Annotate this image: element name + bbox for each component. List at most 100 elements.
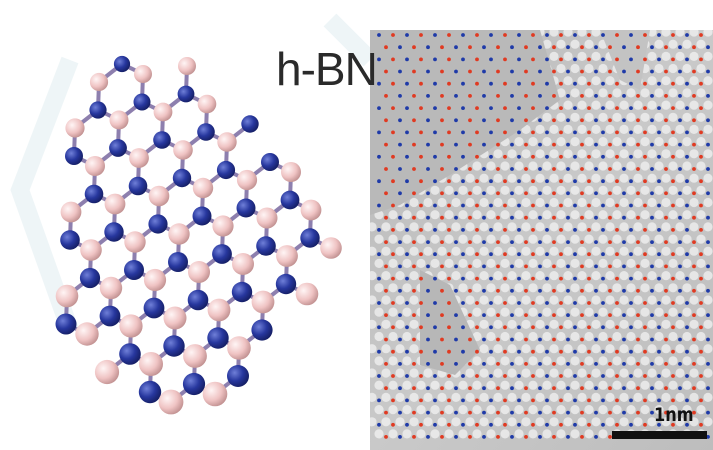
boron-marker	[692, 215, 696, 220]
boron-marker	[608, 410, 612, 415]
lattice-spot	[647, 392, 657, 402]
lattice-spot	[682, 380, 692, 390]
lattice-spot	[556, 258, 566, 268]
boron-marker	[608, 435, 612, 439]
lattice-spot	[682, 405, 692, 415]
boron-marker	[587, 252, 591, 257]
lattice-spot	[682, 307, 692, 317]
nitrogen-marker	[573, 276, 577, 281]
boron-marker	[391, 130, 395, 135]
lattice-spot	[374, 307, 384, 317]
lattice-spot	[640, 112, 650, 122]
nitrogen-marker	[601, 228, 605, 232]
lattice-spot	[696, 39, 706, 49]
lattice-spot	[493, 271, 503, 281]
boron-marker	[664, 264, 668, 269]
nitrogen-marker	[433, 349, 437, 354]
nitrogen-atom	[153, 131, 171, 149]
lattice-spot	[549, 173, 559, 183]
lattice-spot	[493, 222, 503, 232]
lattice-spot	[661, 124, 671, 134]
lattice-spot	[591, 51, 601, 62]
nitrogen-marker	[566, 45, 570, 50]
lattice-spot	[703, 100, 713, 110]
nitrogen-marker	[433, 57, 437, 62]
boron-marker	[468, 435, 472, 439]
boron-marker	[692, 45, 696, 50]
boron-marker	[468, 191, 472, 196]
lattice-spot	[570, 258, 580, 268]
nitrogen-marker	[377, 349, 381, 354]
nitrogen-marker	[510, 435, 514, 439]
lattice-spot	[696, 63, 706, 74]
lattice-spot	[584, 210, 594, 220]
nitrogen-marker	[622, 386, 626, 391]
boron-marker	[524, 337, 528, 342]
boron-marker	[636, 142, 640, 147]
lattice-spot	[486, 185, 496, 195]
lattice-spot	[689, 100, 699, 110]
lattice-spot	[451, 197, 461, 208]
boron-marker	[391, 301, 395, 305]
nitrogen-marker	[454, 337, 458, 342]
nitrogen-marker	[650, 191, 654, 196]
boron-marker	[671, 179, 675, 184]
vacuum-region	[370, 30, 560, 215]
boron-marker	[440, 337, 444, 342]
lattice-spot	[549, 124, 559, 134]
lattice-spot	[563, 295, 573, 305]
lattice-spot	[570, 161, 580, 171]
lattice-spot	[584, 356, 594, 366]
boron-marker	[559, 325, 563, 330]
boron-marker	[580, 435, 584, 439]
boron-marker	[643, 252, 647, 257]
nitrogen-marker	[538, 69, 542, 74]
lattice-spot	[416, 429, 426, 439]
lattice-spot	[514, 161, 524, 171]
nitrogen-marker	[657, 252, 661, 257]
nitrogen-marker	[545, 422, 549, 427]
boron-marker	[391, 228, 395, 232]
nitrogen-marker	[601, 301, 605, 305]
boron-marker	[391, 349, 395, 354]
boron-marker	[496, 264, 500, 269]
boron-atom	[65, 118, 85, 138]
lattice-spot	[542, 429, 552, 439]
boron-marker	[664, 191, 668, 196]
lattice-spot	[465, 271, 475, 281]
lattice-spot	[472, 405, 482, 415]
boron-marker	[636, 337, 640, 342]
lattice-spot	[647, 344, 657, 354]
lattice-spot	[598, 405, 608, 415]
lattice-spot	[535, 246, 545, 256]
lattice-spot	[647, 222, 657, 232]
boron-marker	[524, 167, 528, 171]
nitrogen-marker	[398, 167, 402, 171]
nitrogen-marker	[622, 264, 626, 269]
lattice-spot	[472, 161, 482, 171]
boron-marker	[531, 130, 535, 135]
nitrogen-marker	[405, 179, 409, 184]
lattice-spot	[409, 246, 419, 256]
boron-marker	[496, 362, 500, 366]
lattice-spot	[633, 368, 643, 378]
lattice-spot	[689, 51, 699, 62]
lattice-spot	[668, 88, 678, 98]
lattice-spot	[507, 149, 517, 159]
nitrogen-marker	[657, 325, 661, 330]
nitrogen-marker	[545, 33, 549, 37]
lattice-spot	[675, 295, 685, 305]
nitrogen-marker	[685, 374, 689, 378]
nitrogen-marker	[454, 118, 458, 123]
lattice-spot	[486, 258, 496, 268]
lattice-spot	[493, 319, 503, 329]
lattice-spot	[612, 210, 622, 220]
lattice-spot	[514, 331, 524, 342]
nitrogen-marker	[538, 337, 542, 342]
nitrogen-marker	[426, 386, 430, 391]
boron-atom	[276, 245, 298, 267]
boron-marker	[412, 435, 416, 439]
lattice-spot	[437, 392, 447, 402]
boron-marker	[440, 313, 444, 317]
lattice-spot	[458, 380, 468, 390]
